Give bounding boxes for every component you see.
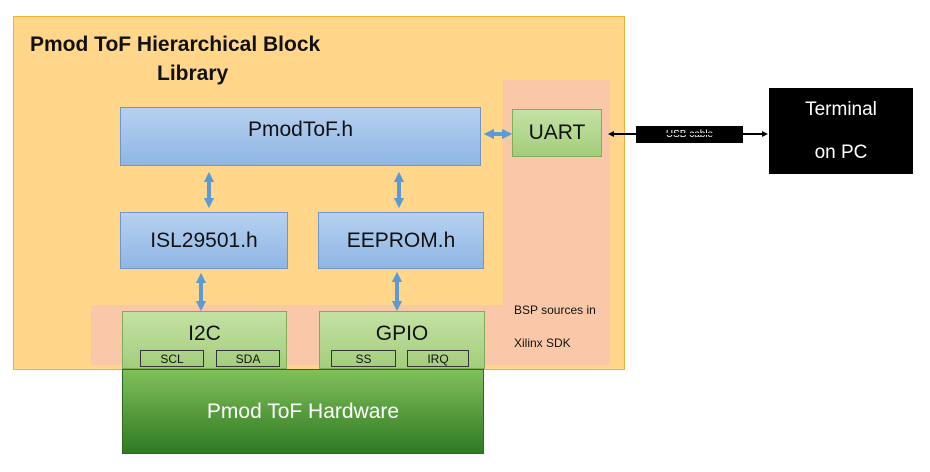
i2c-block-title: I2C [188, 322, 221, 345]
library-title-line2: Library [157, 62, 229, 85]
i2c-pin-sda: SDA [216, 350, 280, 367]
library-title: Pmod ToF Hierarchical Block Library [18, 30, 378, 88]
pmod-tof-hardware-block: Pmod ToF Hardware [122, 369, 484, 454]
isl29501-header-block: ISL29501.h [120, 212, 288, 269]
bsp-label-line2: Xilinx SDK [514, 336, 571, 350]
bsp-label-line1: BSP sources in [514, 303, 596, 317]
library-title-line1: Pmod ToF Hierarchical Block [30, 33, 321, 56]
usb-cable-label: USB cable [636, 126, 743, 143]
gpio-pin-irq: IRQ [407, 350, 469, 367]
gpio-pin-ss: SS [331, 350, 396, 367]
terminal-pc-block: Terminal on PC [769, 88, 913, 174]
terminal-line2: on PC [814, 142, 868, 163]
gpio-block: GPIO SS IRQ [319, 311, 485, 369]
eeprom-header-block: EEPROM.h [318, 212, 484, 269]
pmodtof-header-block: PmodToF.h [120, 107, 481, 166]
uart-block: UART [512, 109, 602, 157]
terminal-line1: Terminal [805, 99, 877, 120]
gpio-block-title: GPIO [375, 322, 429, 345]
i2c-pin-scl: SCL [140, 350, 204, 367]
i2c-block: I2C SCL SDA [122, 311, 287, 369]
